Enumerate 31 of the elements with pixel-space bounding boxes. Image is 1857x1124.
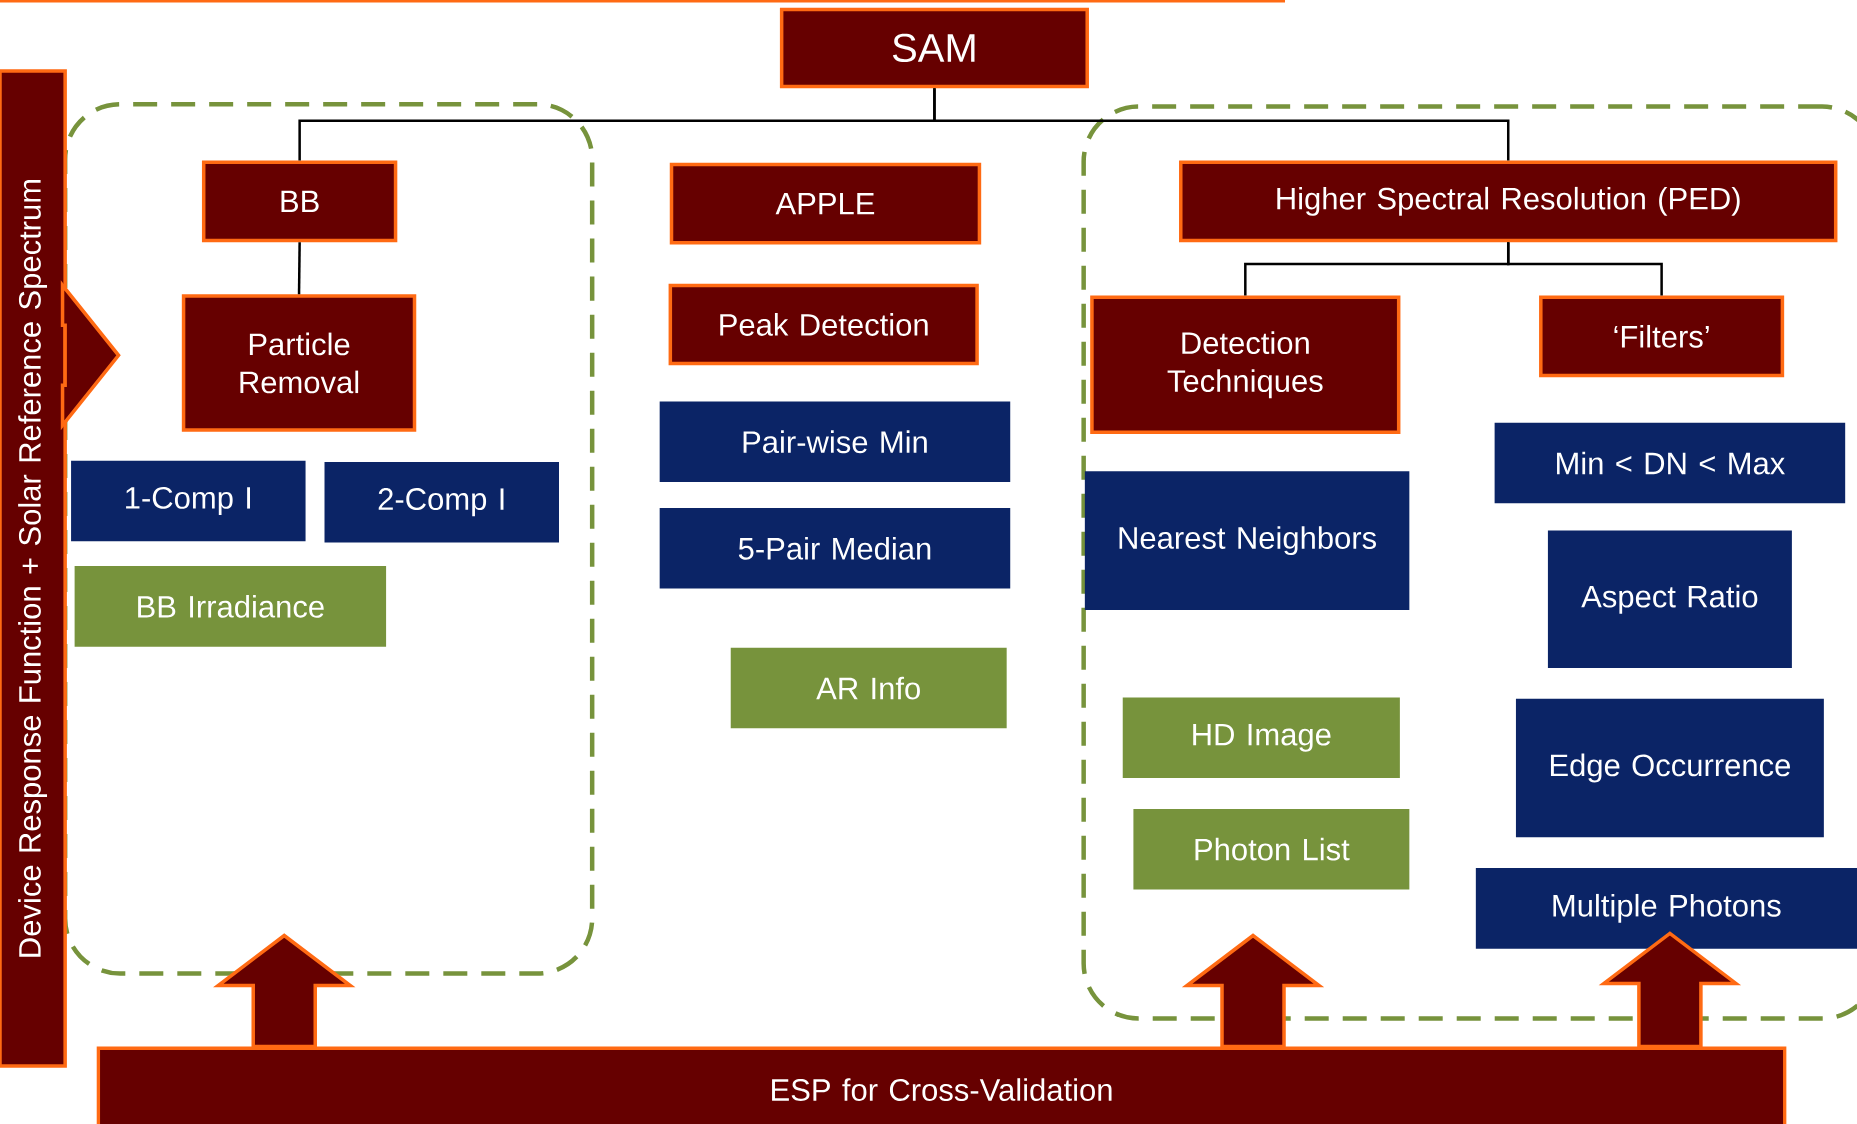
method-box: Aspect Ratio (1547, 530, 1792, 668)
category-box: APPLE (669, 162, 982, 245)
method-box: 2-Comp I (324, 461, 559, 543)
data-box: HD Image (1122, 697, 1400, 779)
category-box: Detection Techniques (1090, 295, 1401, 435)
category-box: Peak Detection (668, 283, 979, 366)
dashed-group-outline (1081, 104, 1857, 1021)
method-box: Edge Occurrence (1515, 698, 1824, 838)
block-arrow (60, 280, 121, 431)
category-box: ESP for Cross-Validation (96, 1046, 1787, 1124)
category-box: ‘Filters’ (1539, 295, 1785, 378)
category-box: Particle Removal (181, 294, 417, 432)
side-banner: Device Response Function + Solar Reference Spectrum (0, 69, 67, 1068)
connector-line (1507, 242, 1663, 296)
method-box: 5-Pair Median (659, 508, 1011, 589)
data-box: BB Irradiance (74, 566, 387, 647)
data-box: Photon List (1133, 808, 1410, 890)
connector-line (297, 242, 301, 295)
category-box: BB (201, 160, 398, 243)
method-box: Min < DN < Max (1494, 422, 1846, 504)
method-box: Nearest Neighbors (1084, 471, 1410, 610)
method-box: Multiple Photons (1475, 868, 1857, 949)
category-box: Higher Spectral Resolution (PED) (1179, 160, 1838, 243)
block-arrow (213, 933, 356, 1049)
method-box: 1-Comp I (71, 460, 306, 542)
block-arrow (1181, 933, 1325, 1049)
data-box: AR Info (730, 647, 1007, 729)
connector-line (933, 88, 1510, 161)
block-arrow (1598, 931, 1742, 1049)
method-box: Pair-wise Min (659, 401, 1011, 482)
category-box: SAM (779, 7, 1089, 89)
